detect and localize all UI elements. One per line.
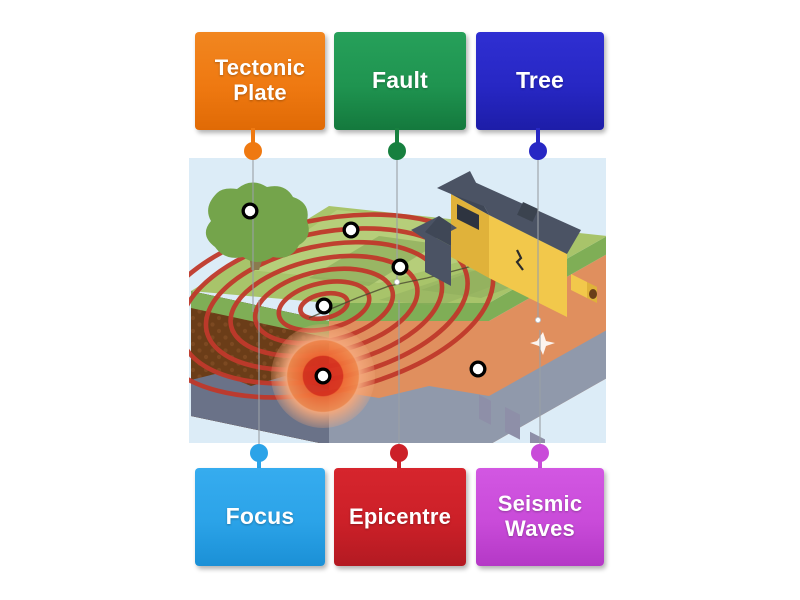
pin-epicentre xyxy=(389,444,409,476)
pin-tree xyxy=(528,128,548,160)
label-text-fault: Fault xyxy=(372,67,428,94)
tree xyxy=(205,182,309,270)
label-card-epicentre[interactable]: Epicentre xyxy=(334,468,466,566)
earthquake-diagram-image xyxy=(189,158,606,443)
label-card-fault[interactable]: Fault xyxy=(334,32,466,130)
house xyxy=(411,171,597,443)
label-text-tree: Tree xyxy=(515,67,565,94)
pin-tectonic-plate xyxy=(243,128,263,160)
label-card-focus[interactable]: Focus xyxy=(195,468,325,566)
focus-glow xyxy=(271,324,375,428)
label-text-focus: Focus xyxy=(225,503,295,530)
pin-focus xyxy=(249,444,269,476)
label-card-tree[interactable]: Tree xyxy=(476,32,604,130)
pin-fault xyxy=(387,128,407,160)
pin-seismic-waves xyxy=(530,444,550,476)
label-text-epicentre: Epicentre xyxy=(348,503,452,529)
